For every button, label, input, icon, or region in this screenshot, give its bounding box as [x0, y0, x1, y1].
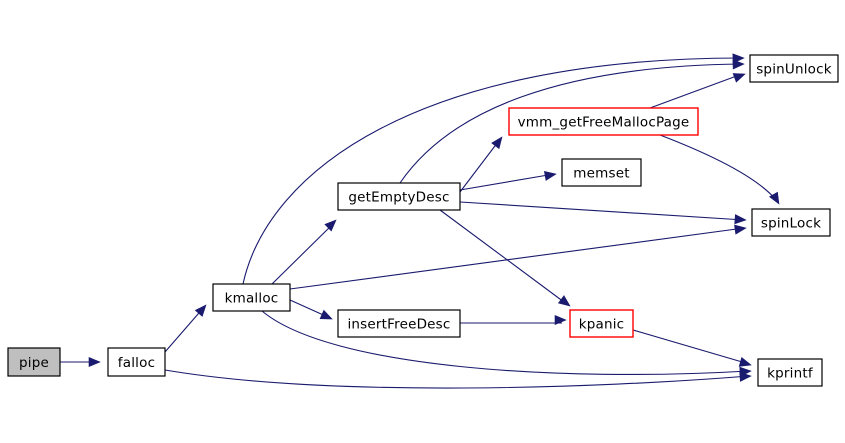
node-kpanic[interactable]: kpanic — [569, 309, 634, 338]
edges-layer — [60, 57, 778, 389]
nodes-layer: pipe falloc kmalloc getEmptyDesc insertFreeD… — [7, 54, 839, 387]
arrow-getEmptyDesc — [324, 219, 337, 232]
node-falloc[interactable]: falloc — [107, 347, 166, 377]
edge-falloc-to-kprintf — [164, 369, 750, 389]
node-memset[interactable]: memset — [561, 158, 642, 187]
node-box-getEmptyDesc[interactable] — [337, 182, 461, 211]
edge-kmalloc-to-spinLock — [289, 227, 745, 290]
edge-getEmptyDesc-to-vmm_getFreeMallocPage — [459, 137, 502, 193]
node-spinLock[interactable]: spinLock — [751, 208, 831, 237]
edge-getEmptyDesc-to-memset — [459, 173, 555, 191]
node-label-kmalloc: kmalloc — [225, 291, 279, 307]
edge-getEmptyDesc-to-spinUnlock — [399, 63, 743, 184]
node-box-kprintf[interactable] — [757, 358, 823, 387]
node-label-getEmptyDesc: getEmptyDesc — [348, 190, 449, 206]
arrow-kmalloc — [194, 304, 207, 317]
edge-kmalloc-to-spinUnlock — [242, 57, 743, 285]
arrow-insertFreeDesc — [319, 309, 333, 320]
node-box-vmm_getFreeMallocPage[interactable] — [508, 107, 699, 136]
node-box-falloc[interactable] — [107, 347, 166, 377]
arrow-kpanic-1 — [554, 314, 567, 326]
node-box-pipe[interactable] — [7, 347, 61, 377]
arrowheads-layer — [88, 53, 780, 382]
node-box-kmalloc[interactable] — [212, 283, 291, 312]
arrow-spinLock-3 — [768, 191, 780, 205]
arrow-vmm — [491, 136, 503, 150]
node-insertFreeDesc[interactable]: insertFreeDesc — [337, 309, 461, 338]
node-box-kpanic[interactable] — [569, 309, 634, 338]
edge-vmm_getFreeMallocPage-to-spinUnlock — [649, 73, 743, 109]
edge-vmm_getFreeMallocPage-to-spinLock — [659, 134, 778, 202]
edge-getEmptyDesc-to-spinLock — [459, 201, 745, 221]
arrow-kprintf-3 — [739, 371, 752, 382]
node-getEmptyDesc[interactable]: getEmptyDesc — [337, 182, 461, 211]
node-label-kprintf: kprintf — [767, 366, 814, 382]
arrow-spinLock-2 — [734, 224, 747, 235]
node-kmalloc[interactable]: kmalloc — [212, 283, 291, 312]
node-spinUnlock[interactable]: spinUnlock — [749, 54, 839, 83]
arrow-spinUnlock-2 — [732, 59, 745, 70]
edge-kmalloc-to-kprintf — [261, 310, 750, 375]
node-label-pipe: pipe — [19, 355, 49, 371]
arrow-memset — [543, 170, 557, 181]
edge-kpanic-to-kprintf — [632, 329, 750, 365]
node-label-falloc: falloc — [118, 355, 155, 371]
node-label-spinLock: spinLock — [761, 216, 821, 232]
arrow-spinLock-1 — [734, 214, 747, 225]
edge-kmalloc-to-getEmptyDesc — [271, 221, 336, 285]
node-box-spinUnlock[interactable] — [749, 54, 839, 83]
edge-falloc-to-kmalloc — [164, 305, 206, 353]
node-label-memset: memset — [573, 166, 629, 182]
node-kprintf[interactable]: kprintf — [757, 358, 823, 387]
node-pipe[interactable]: pipe — [7, 347, 61, 377]
node-box-memset[interactable] — [561, 158, 642, 187]
node-box-insertFreeDesc[interactable] — [337, 309, 461, 338]
edge-getEmptyDesc-to-kpanic — [439, 209, 569, 306]
arrow-kprintf-1 — [738, 357, 752, 367]
arrow-kpanic-2 — [557, 295, 571, 307]
node-box-spinLock[interactable] — [751, 208, 831, 237]
node-label-vmm_getFreeMallocPage: vmm_getFreeMallocPage — [518, 115, 690, 131]
node-label-spinUnlock: spinUnlock — [756, 62, 832, 78]
arrow-falloc — [88, 356, 101, 368]
arrow-spinUnlock-3 — [732, 73, 746, 83]
node-vmm_getFreeMallocPage[interactable]: vmm_getFreeMallocPage — [508, 107, 699, 136]
node-label-kpanic: kpanic — [579, 317, 625, 333]
node-label-insertFreeDesc: insertFreeDesc — [347, 317, 450, 333]
